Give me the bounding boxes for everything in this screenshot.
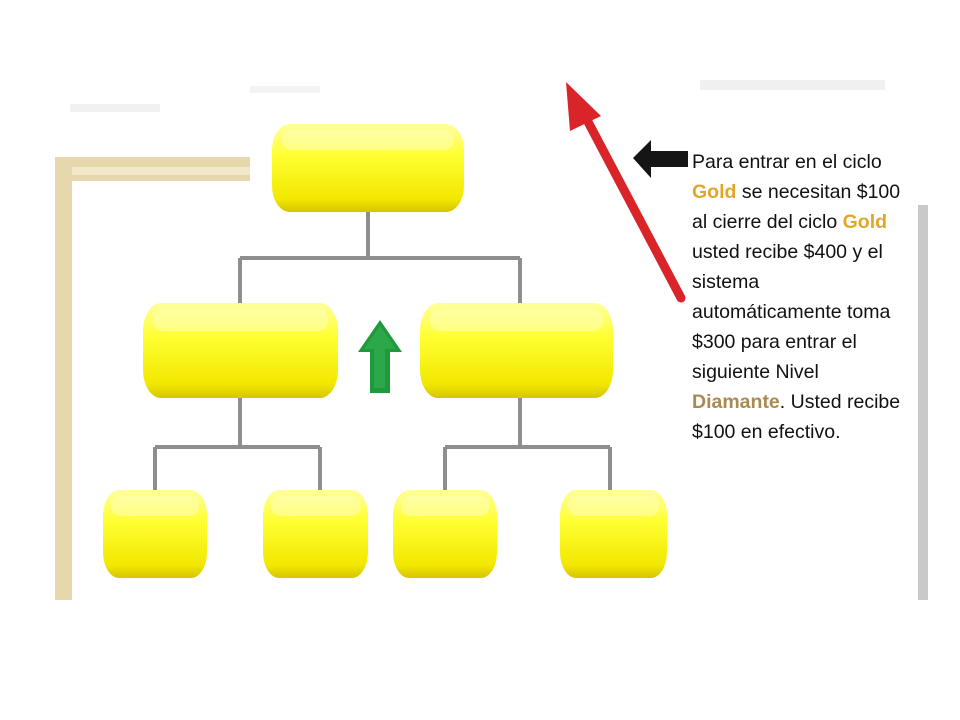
bottom-node-box-4 xyxy=(560,490,667,578)
middle-right-node-box xyxy=(420,303,613,398)
arrow-up-icon xyxy=(358,320,402,393)
middle-left-node-box xyxy=(143,303,338,398)
gold-highlight-1: Gold xyxy=(692,181,737,203)
top-node-box xyxy=(272,124,464,212)
connector-lines xyxy=(153,210,612,492)
bottom-node-box-3 xyxy=(393,490,497,578)
explanation-part-2: se necesitan $100 al cierre del ciclo xyxy=(692,181,901,233)
bottom-node-box-2 xyxy=(263,490,368,578)
diamante-highlight: Diamante xyxy=(692,391,780,413)
explanation-part-1: Para entrar en el ciclo xyxy=(692,151,882,173)
faded-header-text xyxy=(70,80,885,112)
explanation-part-3: usted recibe $400 y el sistema automátic… xyxy=(692,241,891,383)
explanation-text: Para entrar en el ciclo Gold se necesita… xyxy=(692,147,910,447)
bottom-node-box-1 xyxy=(103,490,207,578)
gold-highlight-2: Gold xyxy=(842,211,888,233)
left-frame xyxy=(55,157,250,600)
arrow-left-icon xyxy=(633,140,688,178)
panel-right-edge xyxy=(910,205,928,600)
diagonal-arrow-icon xyxy=(566,82,686,303)
explanation-part-4: . Usted recibe $100 en efectivo. xyxy=(692,391,901,443)
